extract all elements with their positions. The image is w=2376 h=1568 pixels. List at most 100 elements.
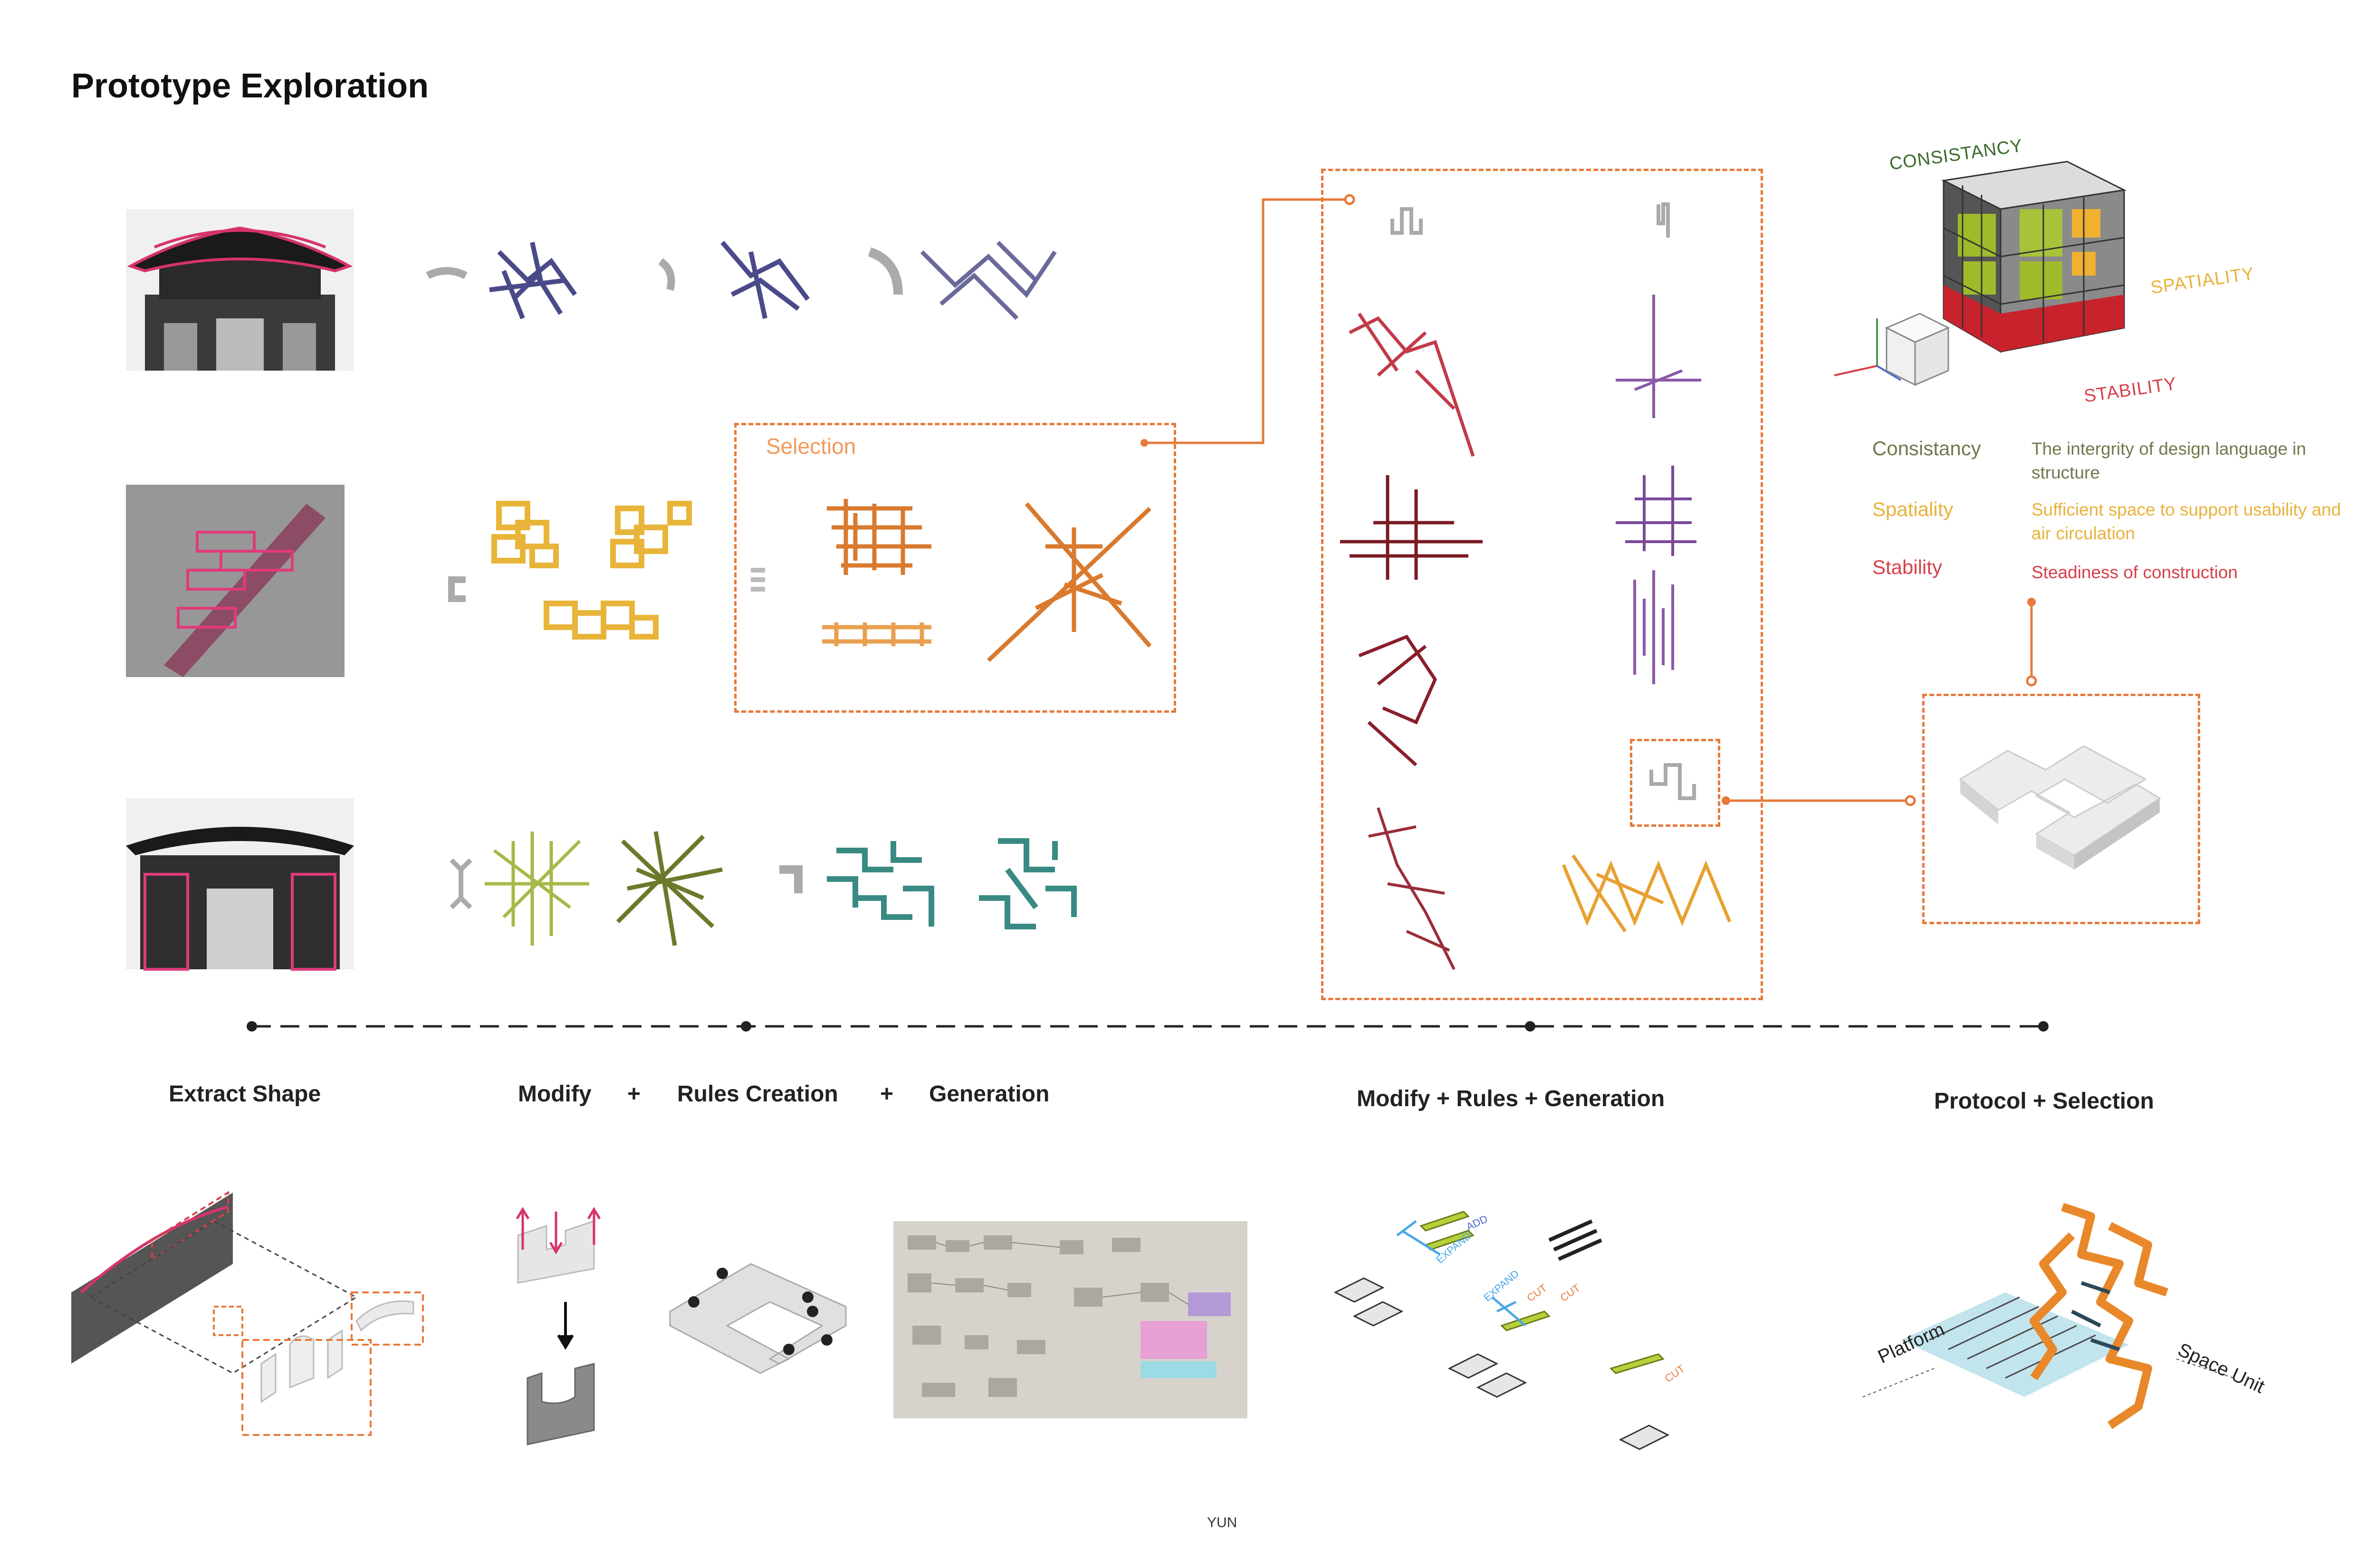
- selection-connector: [1140, 194, 1355, 447]
- purple-cluster-1: [1616, 295, 1701, 418]
- space-unit-structure: [2030, 1203, 2168, 1429]
- selection-cluster-2: [822, 622, 931, 646]
- extract-photo-plane: [71, 1193, 233, 1364]
- stage-modify-rules-generation: Modify + Rules + Generation: [1357, 1086, 1665, 1111]
- mrg-gray-blocks: [1333, 1277, 1670, 1450]
- timeline-node-1: [247, 1021, 257, 1032]
- protocol-box: [1922, 694, 2200, 924]
- row2-cluster-2: [610, 501, 692, 568]
- row2-generation-sequence: [448, 501, 692, 640]
- stage-extract-shape: Extract Shape: [169, 1081, 321, 1107]
- panel-unit-right: [1657, 202, 1670, 238]
- red-cluster-4: [1368, 807, 1456, 970]
- row3-cluster-3: [827, 841, 934, 927]
- selected-unit-box: [1630, 739, 1720, 827]
- modify-block-bottom: [527, 1363, 595, 1445]
- row3-unit-2: [779, 865, 803, 893]
- page-title: Prototype Exploration: [71, 67, 429, 105]
- generation-panel-contents: [1340, 202, 1732, 970]
- process-timeline: [247, 1021, 2049, 1032]
- row1-arc-unit-1: [426, 267, 468, 279]
- rules-creation-diagram: [669, 1263, 847, 1374]
- stage-protocol-selection: Protocol + Selection: [1934, 1089, 2154, 1114]
- legend-term-spatiality: Spatiality: [1872, 498, 1954, 520]
- selection-label: Selection: [766, 434, 856, 459]
- legend-desc-spatiality: Sufficient space to support usability an…: [2031, 500, 2341, 543]
- modify-diagram: [516, 1207, 601, 1445]
- label-space-unit: Space Unit: [2175, 1339, 2268, 1397]
- legend-term-consistancy: Consistancy: [1872, 437, 1981, 459]
- red-cluster-2: [1340, 475, 1483, 580]
- row2-cluster-3: [544, 601, 659, 640]
- big-cube: [1941, 161, 2127, 353]
- legend-term-stability: Stability: [1872, 556, 1943, 578]
- node-cyan: [1140, 1361, 1217, 1378]
- legend-desc-stability: Steadiness of construction: [2031, 563, 2238, 582]
- mrg-label-expand-2: EXPAND: [1481, 1268, 1521, 1304]
- selected-unit-shape: [1649, 763, 1696, 800]
- mrg-label-cut-2: CUT: [1558, 1282, 1582, 1304]
- extract-shape-diagram: [71, 1191, 424, 1436]
- row1-cluster-1: [489, 241, 577, 319]
- protocol-connector: [1722, 795, 1916, 806]
- node-purple: [1188, 1292, 1231, 1316]
- modify-arrow-2: [549, 1212, 563, 1254]
- mrg-label-cut-1: CUT: [1525, 1282, 1549, 1304]
- platform-pattern: [1929, 1296, 2096, 1379]
- selection-unit: [751, 568, 765, 592]
- stage-plus-1: +: [627, 1081, 641, 1107]
- red-cluster-1: [1349, 313, 1475, 457]
- extract-arch-units: [260, 1329, 343, 1403]
- stage-plus-2: +: [880, 1081, 894, 1107]
- gateway-photo-2: [126, 485, 345, 677]
- timeline-node-3: [1525, 1021, 1535, 1032]
- row2-unit: [448, 576, 466, 602]
- footer-signature: YUN: [1207, 1515, 1237, 1530]
- row1-arc-unit-2: [658, 258, 675, 291]
- modify-arrow-1: [516, 1207, 530, 1250]
- mrg-label-cut-3: CUT: [1663, 1363, 1687, 1385]
- mrg-dark-stack: [1548, 1219, 1602, 1261]
- stage-rules-creation: Rules Creation: [677, 1081, 838, 1107]
- stage-generation: Generation: [929, 1081, 1050, 1107]
- red-cluster-3: [1358, 634, 1437, 766]
- row2-cluster-1: [491, 501, 559, 568]
- row1-cluster-2: [720, 240, 810, 319]
- timeline-node-2: [741, 1021, 751, 1032]
- stage-modify: Modify: [518, 1081, 592, 1107]
- row1-generation-sequence: [426, 240, 1057, 320]
- selection-cluster-1: [827, 499, 931, 575]
- rules-numbered-nodes: [688, 1268, 833, 1355]
- row1-cluster-3: [920, 240, 1057, 320]
- legend-desc-consistancy: The intergrity of design language in str…: [2031, 439, 2306, 482]
- panel-unit-left: [1390, 207, 1423, 235]
- row3-unit-1: [450, 858, 472, 909]
- generation-panel: [1321, 169, 1763, 1000]
- protocol-selection-diagram: Platform Space Unit: [1862, 1203, 2268, 1429]
- modify-arrow-3: [587, 1207, 601, 1245]
- modify-down-arrow: [557, 1302, 574, 1350]
- mrg-diagram: ADD EXPAND EXPAND CUT CUT CUT: [1333, 1211, 1687, 1450]
- row3-generation-sequence: [450, 831, 1077, 946]
- row1-arc-unit-3: [868, 247, 903, 295]
- gateway-photo-1: [126, 209, 354, 371]
- selection-cluster-3: [987, 502, 1152, 662]
- orange-cluster: [1562, 854, 1732, 932]
- platform-plane: [1901, 1292, 2129, 1397]
- purple-cluster-2: [1616, 466, 1696, 556]
- criteria-cube: [1834, 161, 2127, 386]
- selection-box: [734, 423, 1176, 713]
- timeline-node-4: [2038, 1021, 2049, 1032]
- row3-cluster-2: [616, 831, 723, 946]
- protocol-unit-3d: [1959, 745, 2161, 870]
- row3-cluster-4: [979, 838, 1077, 929]
- node-pink: [1140, 1321, 1207, 1359]
- axis-indicator: [1834, 318, 1902, 381]
- protocol-up-connector: [2026, 598, 2037, 687]
- row3-cluster-1: [485, 832, 589, 946]
- extract-small-box: [213, 1306, 243, 1336]
- gateway-photo-3: [126, 798, 354, 971]
- generation-node-graph: [893, 1221, 1247, 1418]
- mrg-green-bars: [1419, 1211, 1665, 1374]
- purple-cluster-3: [1633, 570, 1674, 684]
